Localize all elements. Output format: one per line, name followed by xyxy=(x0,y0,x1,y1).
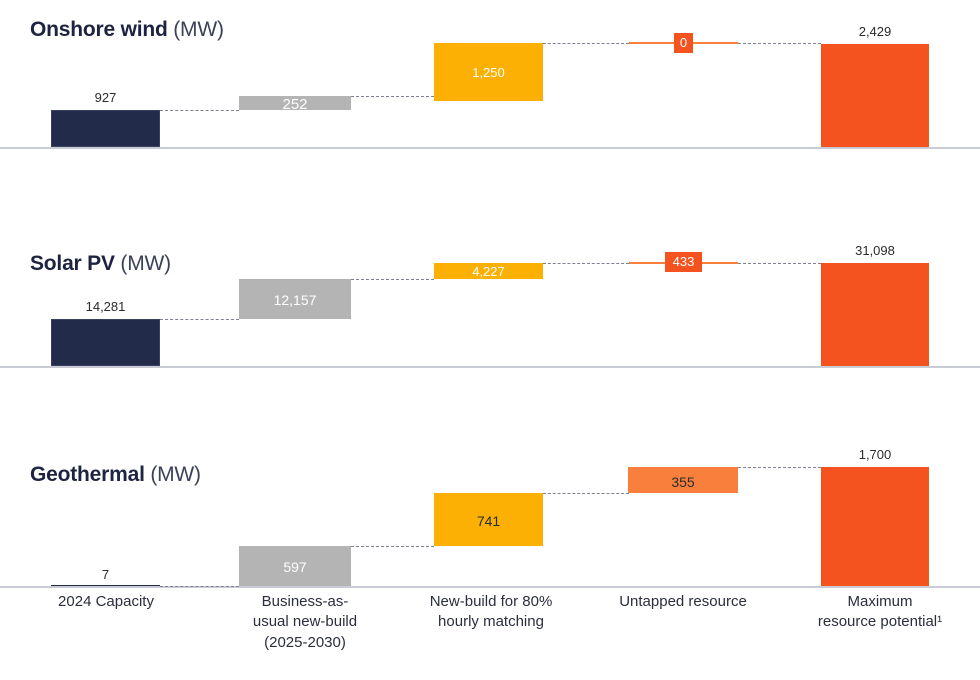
value-label-maximum: 1,700 xyxy=(858,447,892,462)
value-label-newbuild: 1,250 xyxy=(472,65,505,80)
x-tick-line1: Untapped resource xyxy=(619,593,747,610)
x-tick-maximum-resource-potential: Maximum resource potential¹ xyxy=(785,592,975,633)
panel-title-unit: (MW) xyxy=(120,252,171,275)
value-label-newbuild: 4,227 xyxy=(472,264,505,279)
connector-newbuild-to-untapped xyxy=(543,493,629,494)
value-label-maximum: 31,098 xyxy=(855,243,895,258)
panel-solar-pv: Solar PV (MW) 14,281 12,157 4,227 433 31… xyxy=(0,215,980,420)
connector-newbuild-to-untapped xyxy=(543,263,629,264)
value-label-bau: 252 xyxy=(282,96,308,113)
panel-title-main: Geothermal xyxy=(30,463,145,486)
connector-capacity-to-bau xyxy=(160,110,239,111)
connector-bau-to-newbuild xyxy=(351,546,434,547)
bar-capacity xyxy=(51,585,160,586)
bar-newbuild: 1,250 xyxy=(434,43,543,101)
bar-maximum xyxy=(821,467,929,586)
bar-bau: 12,157 xyxy=(239,279,351,319)
bar-capacity xyxy=(51,110,160,147)
connector-capacity-to-bau xyxy=(160,586,239,587)
panel-geothermal: Geothermal (MW) 7 597 741 355 1,700 xyxy=(0,430,980,592)
x-tick-line2: hourly matching xyxy=(438,613,544,631)
x-axis: 2024 Capacity Business-as- usual new-bui… xyxy=(0,592,980,680)
connector-bau-to-newbuild xyxy=(351,96,434,97)
value-label-capacity: 14,281 xyxy=(85,299,126,314)
panel-title-unit: (MW) xyxy=(150,463,201,486)
value-label-untapped: 0 xyxy=(674,33,693,53)
baseline-geothermal xyxy=(0,586,980,588)
x-tick-line1: New-build for 80% xyxy=(429,593,553,610)
panel-title-main: Onshore wind xyxy=(30,18,168,41)
x-tick-untapped-resource: Untapped resource xyxy=(593,592,773,612)
connector-untapped-to-maximum xyxy=(738,43,821,44)
value-label-maximum: 2,429 xyxy=(858,24,892,39)
x-tick-line2: usual new-build xyxy=(252,613,358,631)
panel-title-unit: (MW) xyxy=(173,18,224,41)
value-label-capacity: 927 xyxy=(94,90,117,105)
value-label-bau: 597 xyxy=(283,559,307,575)
bar-capacity xyxy=(51,319,160,366)
baseline-solar-pv xyxy=(0,366,980,368)
bar-maximum xyxy=(821,44,929,147)
bar-newbuild: 4,227 xyxy=(434,263,543,279)
value-label-capacity: 7 xyxy=(101,567,110,582)
value-label-untapped: 355 xyxy=(671,474,695,490)
panel-onshore-wind: Onshore wind (MW) 927 252 1,250 0 2,429 xyxy=(0,0,980,200)
value-label-bau: 12,157 xyxy=(273,292,317,308)
connector-untapped-to-maximum xyxy=(738,467,821,468)
connector-bau-to-newbuild xyxy=(351,279,434,280)
panel-title-geothermal: Geothermal (MW) xyxy=(30,463,201,487)
bar-newbuild: 741 xyxy=(434,493,543,546)
x-tick-line1: 2024 Capacity xyxy=(58,593,154,610)
x-tick-2024-capacity: 2024 Capacity xyxy=(16,592,196,612)
panel-title-onshore-wind: Onshore wind (MW) xyxy=(30,18,224,42)
connector-capacity-to-bau xyxy=(160,319,239,320)
x-tick-business-as-usual: Business-as- usual new-build (2025-2030) xyxy=(215,592,395,653)
connector-untapped-to-maximum xyxy=(738,263,821,264)
x-tick-line3: (2025-2030) xyxy=(264,633,346,651)
connector-newbuild-to-untapped xyxy=(543,43,629,44)
panel-title-main: Solar PV xyxy=(30,252,115,275)
x-tick-line1: Business-as- xyxy=(261,593,349,610)
value-label-newbuild: 741 xyxy=(476,513,501,529)
value-label-untapped: 433 xyxy=(665,252,702,272)
bar-bau: 252 xyxy=(239,96,351,113)
bar-bau: 597 xyxy=(239,546,351,586)
x-tick-line1: Maximum xyxy=(847,593,913,610)
x-tick-line2: resource potential¹ xyxy=(817,613,943,631)
baseline-onshore-wind xyxy=(0,147,980,149)
x-tick-new-build-hourly-matching: New-build for 80% hourly matching xyxy=(398,592,584,633)
panel-title-solar-pv: Solar PV (MW) xyxy=(30,252,171,276)
bar-maximum xyxy=(821,263,929,366)
bar-untapped: 355 xyxy=(628,467,738,493)
